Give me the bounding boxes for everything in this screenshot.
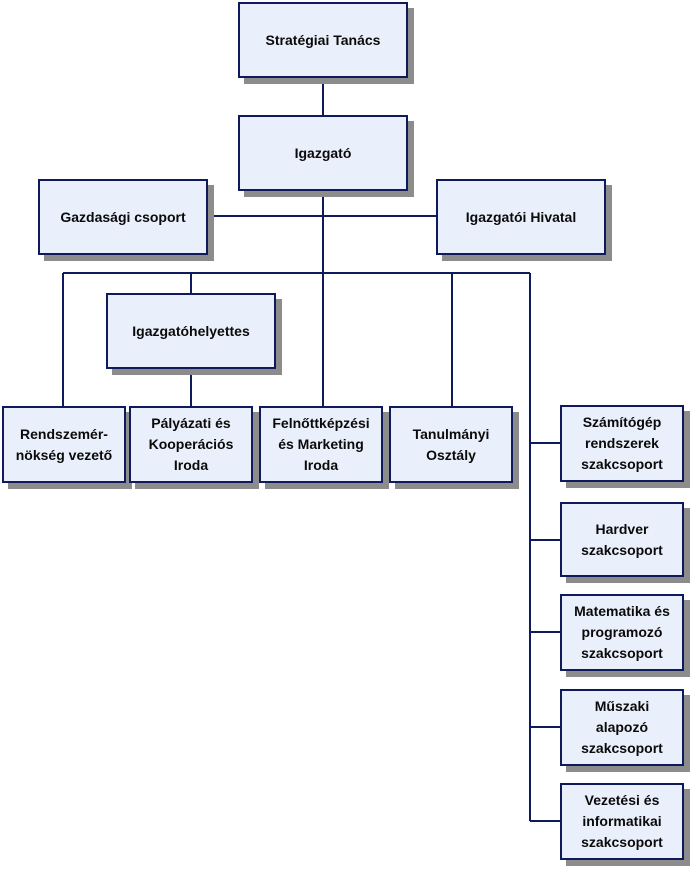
box-director: Igazgató xyxy=(238,115,408,191)
box-math-programming-group: Matematika és programozó szakcsoport xyxy=(560,594,684,671)
box-technical-basics-group: Műszaki alapozó szakcsoport xyxy=(560,689,684,766)
box-director-office: Igazgatói Hivatal xyxy=(436,179,606,255)
box-strategic-council: Stratégiai Tanács xyxy=(238,2,408,78)
box-deputy-director: Igazgatóhelyettes xyxy=(106,293,276,369)
box-management-it-group: Vezetési és informatikai szakcsoport xyxy=(560,783,684,860)
box-adult-education-office: Felnőttképzési és Marketing Iroda xyxy=(259,406,383,483)
box-tender-office: Pályázati és Kooperációs Iroda xyxy=(129,406,253,483)
box-academic-department: Tanulmányi Osztály xyxy=(389,406,513,483)
box-sysadmin-lead: Rendszemér- nökség vezető xyxy=(2,406,126,483)
box-hardware-group: Hardver szakcsoport xyxy=(560,502,684,577)
box-computer-systems-group: Számítógép rendszerek szakcsoport xyxy=(560,405,684,482)
box-economic-group: Gazdasági csoport xyxy=(38,179,208,255)
